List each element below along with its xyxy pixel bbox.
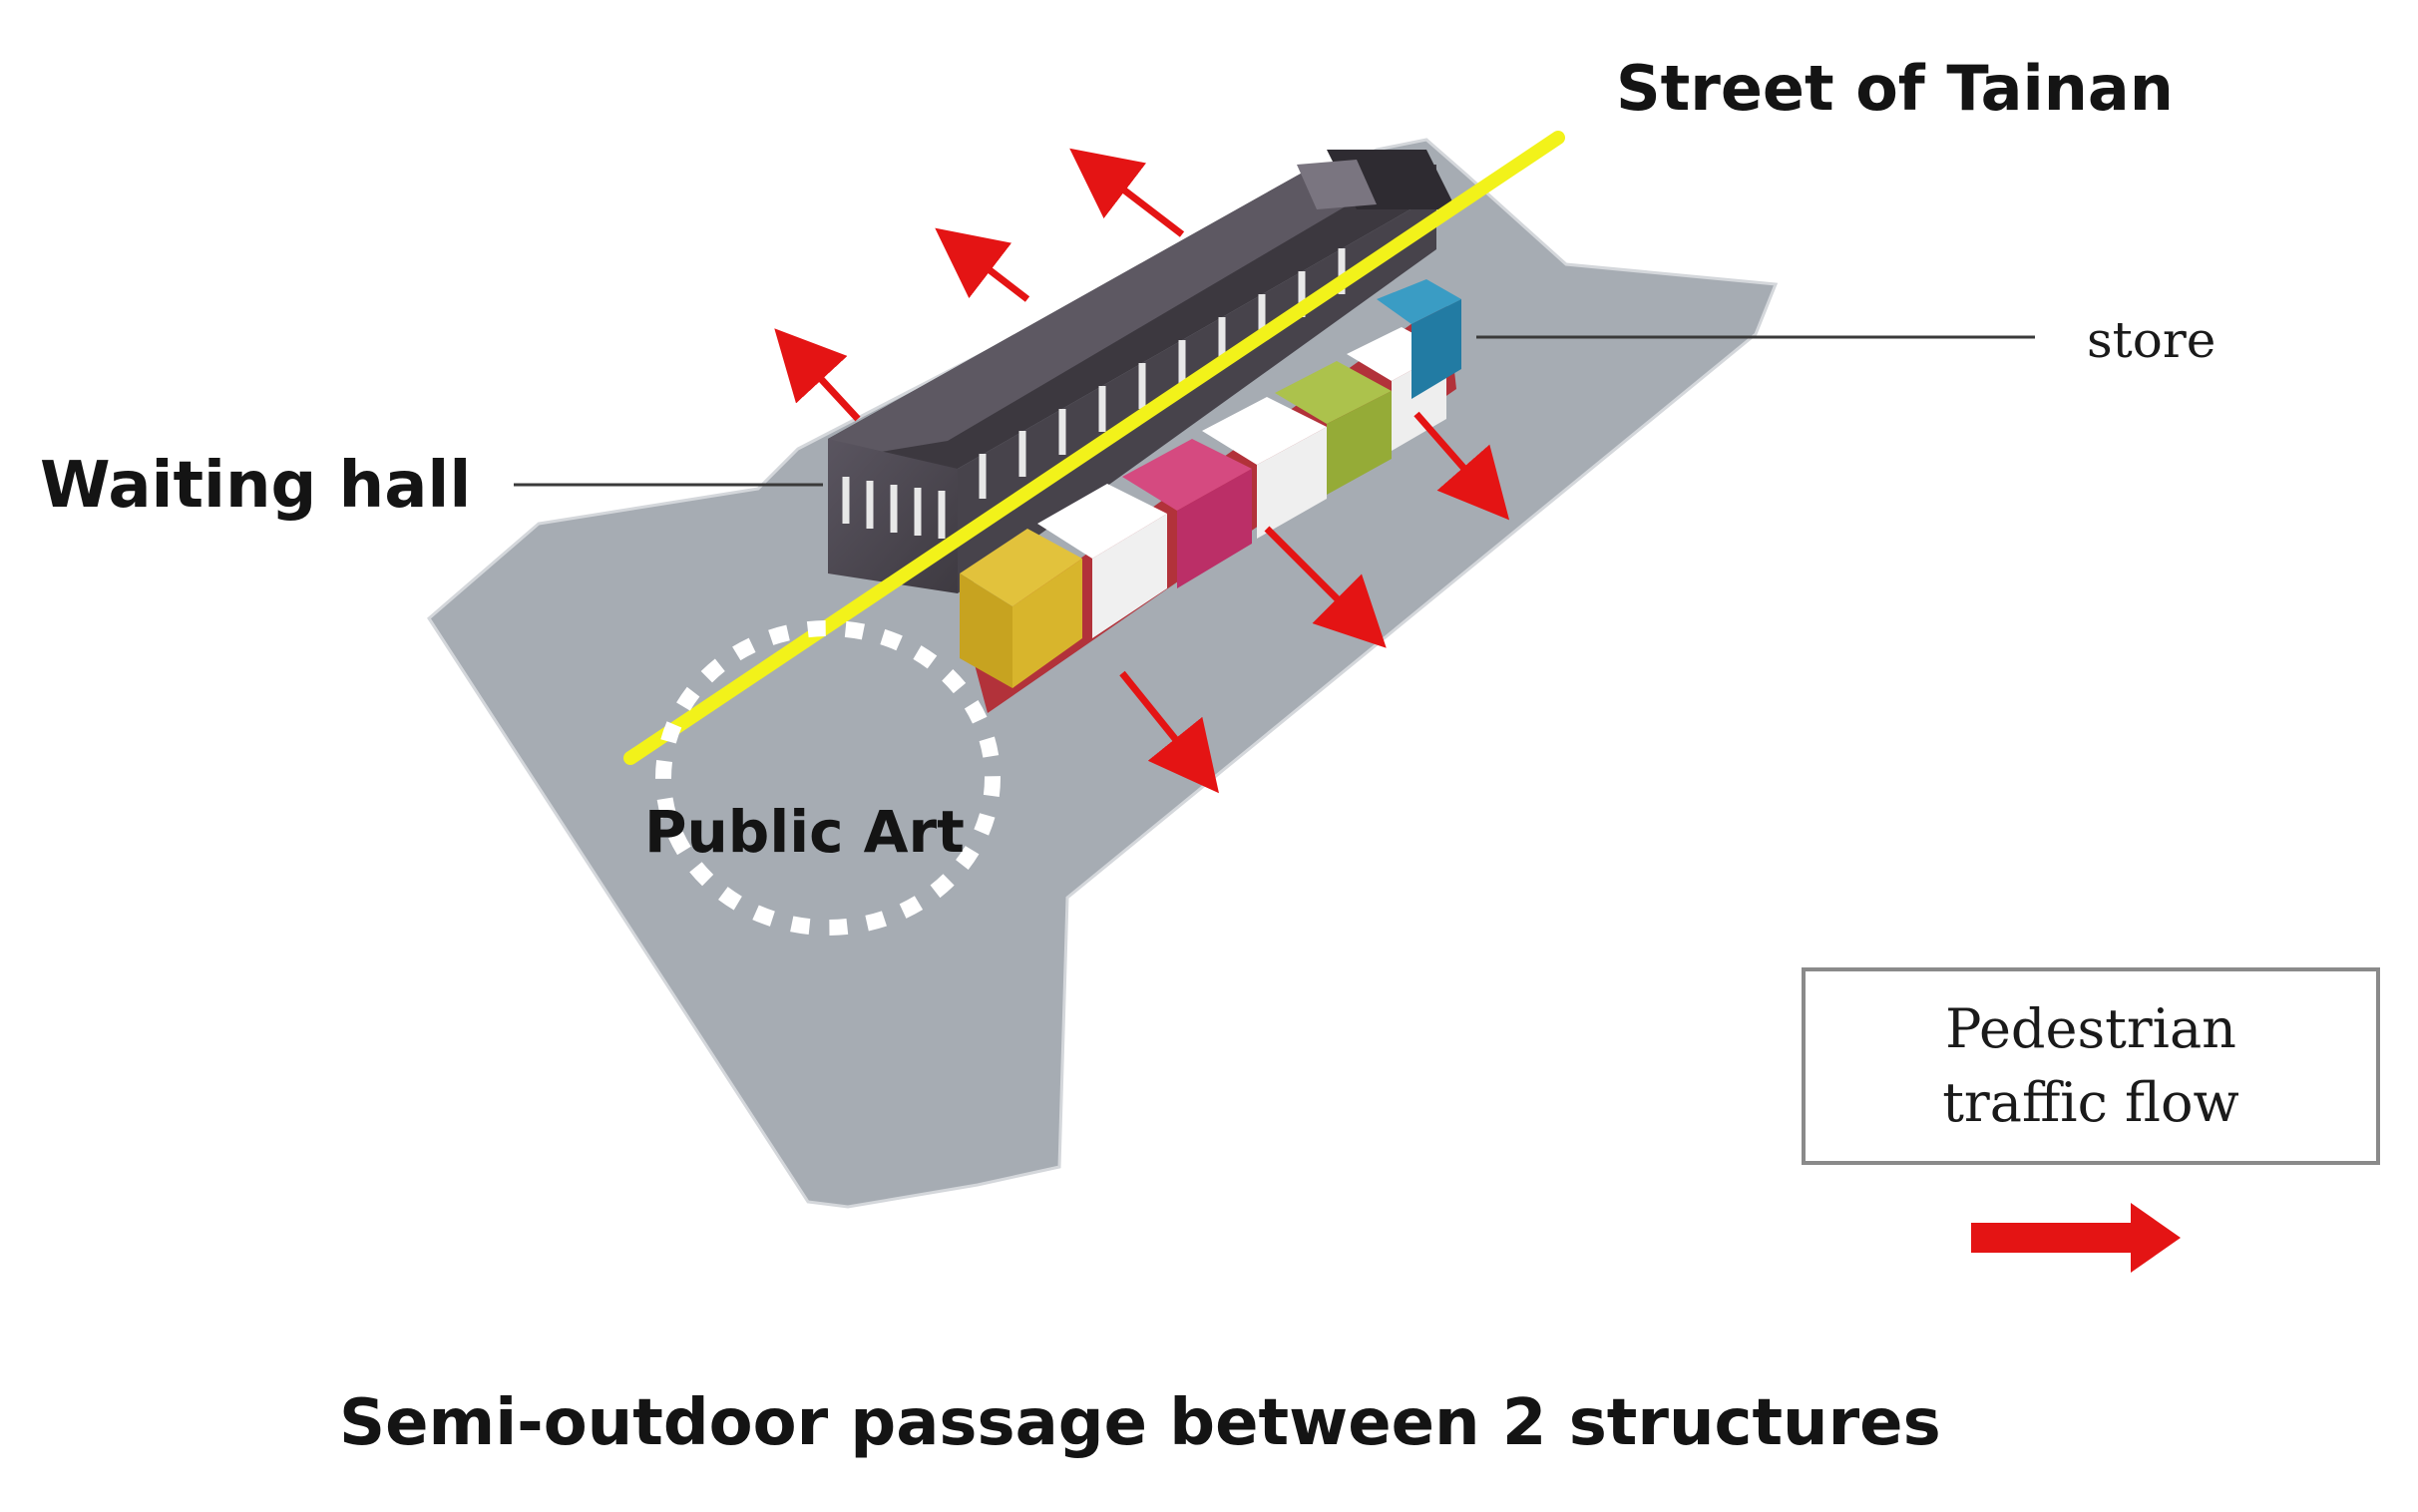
- flow-arrow: [1413, 411, 1510, 521]
- store-row: [960, 279, 1461, 713]
- flow-arrow: [1069, 148, 1185, 237]
- flow-arrows-south: [1119, 411, 1510, 794]
- flow-arrow: [774, 328, 861, 422]
- public-art-label: Public Art: [644, 798, 965, 866]
- flow-arrows-north: [774, 148, 1185, 422]
- street-line: [623, 131, 1565, 765]
- street-title: Street of Tainan: [1616, 52, 2174, 125]
- legend-line-1: Pedestrian: [1945, 997, 2236, 1060]
- red-right-arrow-icon: [1971, 1203, 2181, 1273]
- legend-box: Pedestrian traffic flow: [1802, 967, 2380, 1165]
- flow-arrow: [1119, 670, 1219, 794]
- public-art-ring: [655, 620, 1001, 936]
- store-label: store: [2087, 311, 2216, 369]
- diagram-caption: Semi-outdoor passage between 2 structure…: [339, 1386, 1941, 1460]
- flow-arrow: [1264, 526, 1387, 648]
- legend-line-2: traffic flow: [1942, 1071, 2239, 1134]
- flow-arrow: [935, 227, 1030, 302]
- legend-text: Pedestrian traffic flow: [1806, 992, 2376, 1140]
- waiting-hall-label: Waiting hall: [40, 449, 472, 523]
